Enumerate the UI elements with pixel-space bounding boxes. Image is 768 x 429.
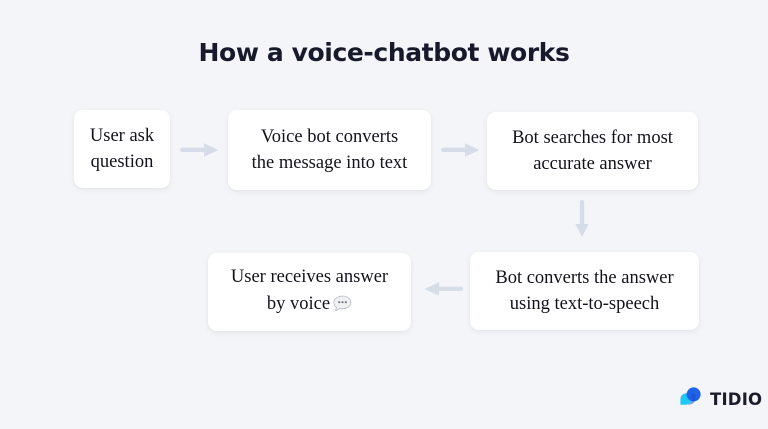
arrow-right-icon-2 <box>441 140 483 165</box>
page-title: How a voice-chatbot works <box>198 38 570 67</box>
flow-step-box-2: Voice bot converts the message into text <box>228 110 431 190</box>
arrow-right-icon-1 <box>180 140 222 165</box>
flow-step-line: User receives answer <box>230 267 389 288</box>
flow-step-box-5: User receives answer by voice <box>208 253 411 331</box>
flow-step-line: Bot converts the answer <box>495 267 674 288</box>
speech-balloon-icon <box>333 294 352 320</box>
arrow-left-icon <box>421 279 463 304</box>
tidio-logo[interactable]: TIDIO <box>679 386 762 414</box>
tidio-logo-wordmark: TIDIO <box>710 389 763 409</box>
flow-step-line: the message into text <box>251 153 408 173</box>
flow-step-line: using text-to-speech <box>509 294 660 314</box>
flow-step-line: question <box>90 152 154 172</box>
flow-step-line: accurate answer <box>533 154 652 174</box>
arrow-down-icon <box>572 200 592 245</box>
flow-step-box-1: User ask question <box>74 110 170 188</box>
flow-step-line: Voice bot converts <box>260 126 399 147</box>
flow-step-line: User ask <box>89 125 155 146</box>
flow-step-label-4: Bot converts the answer using text-to-sp… <box>495 265 673 318</box>
flow-step-box-4: Bot converts the answer using text-to-sp… <box>470 252 699 330</box>
flow-step-label-5: User receives answer by voice <box>231 264 388 320</box>
tidio-logo-mark <box>679 386 703 414</box>
flow-step-label-2: Voice bot converts the message into text <box>252 124 408 177</box>
flow-step-box-3: Bot searches for most accurate answer <box>487 112 698 190</box>
flow-step-line: by voice <box>266 293 331 314</box>
flow-step-line: Bot searches for most <box>512 127 673 148</box>
flow-step-label-3: Bot searches for most accurate answer <box>512 125 673 178</box>
flow-step-label-1: User ask question <box>90 123 154 176</box>
